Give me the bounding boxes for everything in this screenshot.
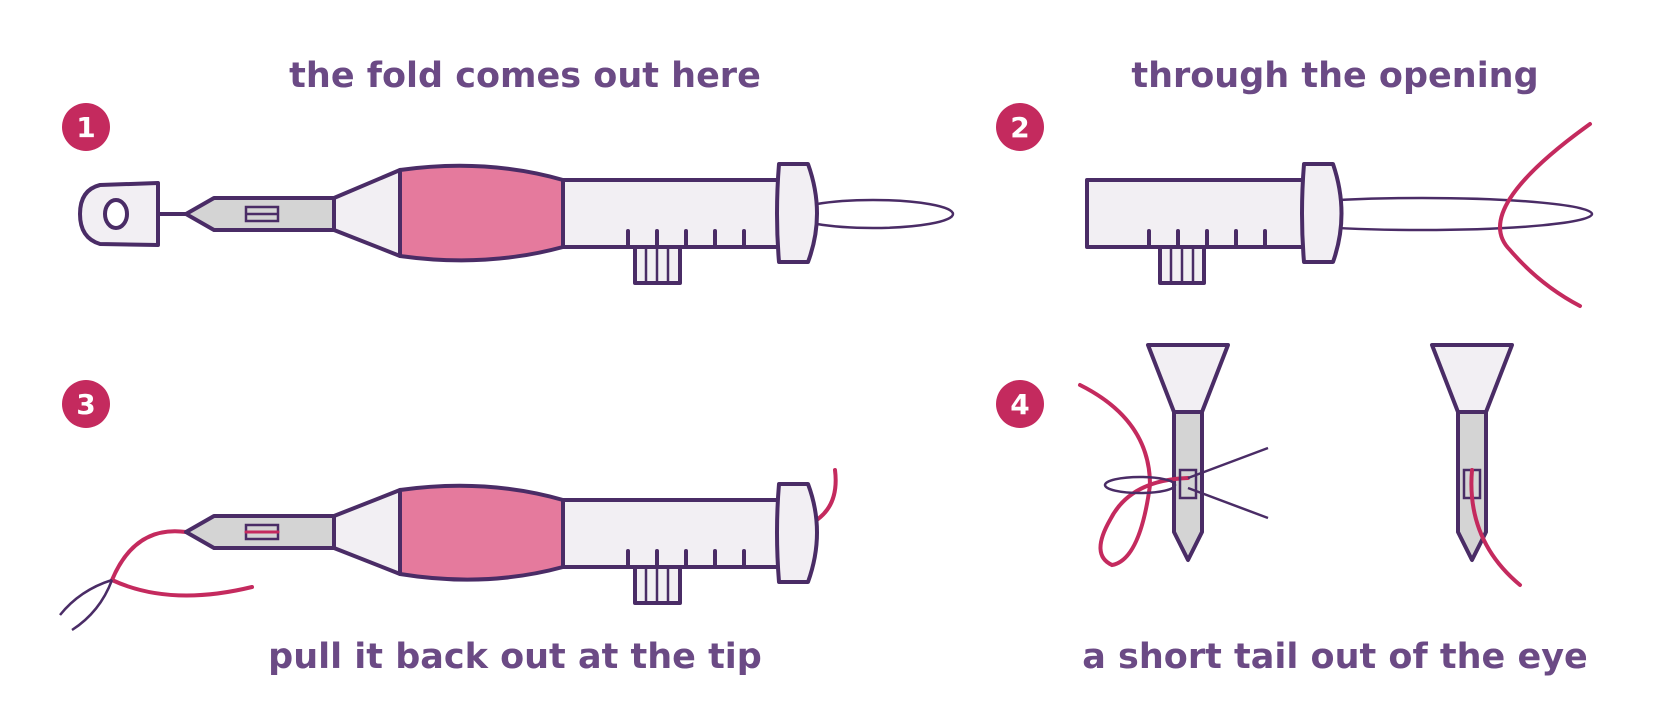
step-1-grip xyxy=(398,163,565,263)
step-3-grip xyxy=(398,483,565,582)
step-1-threader-hole xyxy=(103,198,129,230)
step-3-threader-wire xyxy=(59,578,114,632)
step-3-end-cap xyxy=(775,482,819,584)
step-4-caption: a short tail out of the eye xyxy=(1082,637,1588,677)
step-2-barrel xyxy=(1085,178,1306,249)
step-4-needle-blade-a xyxy=(1172,410,1204,562)
step-1-caption: the fold comes out here xyxy=(289,56,761,96)
step-2-punch-needle xyxy=(1085,122,1594,308)
step-1-collar xyxy=(332,168,402,258)
step-1-barrel xyxy=(561,178,781,249)
step-2-end-cap xyxy=(1300,162,1344,264)
step-4-needle-shank-a xyxy=(1146,343,1230,414)
step-4-needle-threading xyxy=(1078,343,1269,568)
step-4-threader-wire-a xyxy=(1187,446,1269,520)
step-4-yarn-a xyxy=(1078,383,1190,568)
step-4-badge: 4 xyxy=(996,380,1044,428)
step-2-yarn xyxy=(1498,122,1592,308)
step-1-punch-needle xyxy=(78,162,955,285)
step-4-yarn-b xyxy=(1469,468,1522,587)
step-4-needle-tail xyxy=(1430,343,1522,587)
step-4-needle-shank-b xyxy=(1430,343,1514,414)
step-1-badge: 1 xyxy=(62,103,110,151)
step-3-badge: 3 xyxy=(62,380,110,428)
step-3-punch-needle xyxy=(59,468,838,632)
step-3-collar xyxy=(332,488,402,576)
step-1-end-cap xyxy=(775,162,819,264)
step-2-caption: through the opening xyxy=(1131,56,1539,96)
step-4-needle-eye-a xyxy=(1178,468,1198,500)
step-2-badge: 2 xyxy=(996,103,1044,151)
step-3-barrel xyxy=(561,498,781,569)
step-3-caption: pull it back out at the tip xyxy=(268,637,762,677)
